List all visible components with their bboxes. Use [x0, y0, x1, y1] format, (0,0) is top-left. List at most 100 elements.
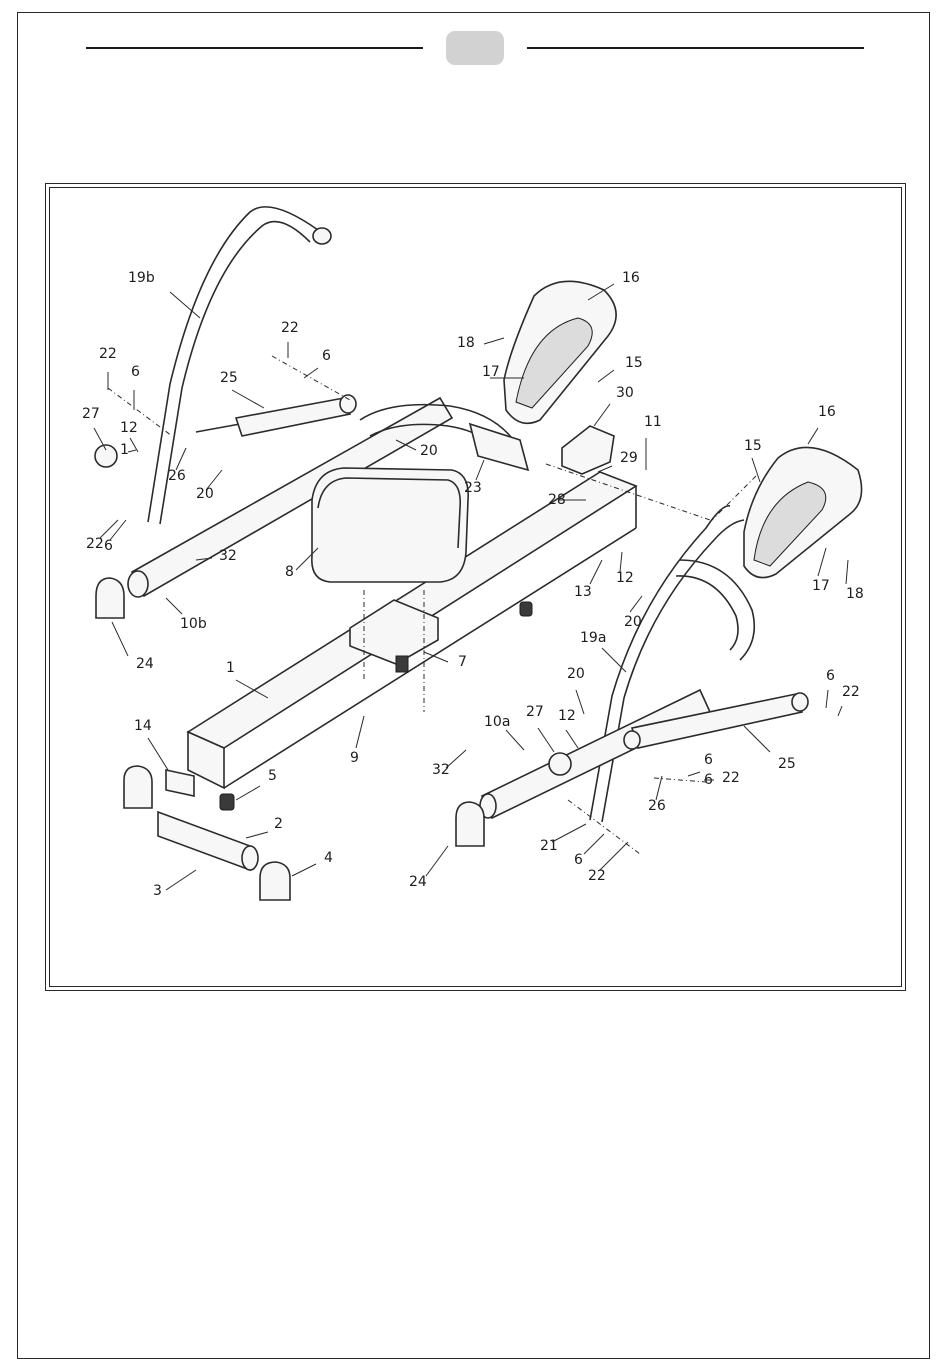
- leader-line-6d: [826, 690, 828, 708]
- part-label-22e: 22: [722, 770, 740, 786]
- part-label-24a: 24: [136, 656, 154, 672]
- part-label-6a: 6: [131, 364, 140, 380]
- leader-line-25a: [232, 390, 264, 408]
- part-label-6g: 6: [574, 852, 583, 868]
- rear-foot-tube-10a: [480, 690, 710, 818]
- part-label-18b: 18: [846, 586, 864, 602]
- leader-line-12c: [566, 730, 578, 748]
- part-label-28: 28: [548, 492, 566, 508]
- leader-line-5: [236, 786, 260, 800]
- end-cap-4: [260, 862, 290, 900]
- front-curved-tube: [680, 560, 754, 660]
- knob-27b: [549, 753, 571, 775]
- leader-line-18b: [846, 560, 848, 584]
- part-label-20d: 20: [567, 666, 585, 682]
- part-label-20b: 20: [420, 443, 438, 459]
- end-plug-14: [166, 770, 194, 796]
- part-label-32b: 32: [432, 762, 450, 778]
- leader-line-12b: [620, 552, 622, 572]
- leader-line-2: [246, 832, 268, 838]
- foot-tube-end-23: [470, 424, 528, 470]
- leader-line-26b: [656, 776, 662, 800]
- leader-line-4: [292, 864, 316, 876]
- foot-pedal-left: [504, 281, 616, 423]
- part-label-30: 30: [616, 385, 634, 401]
- part-label-6e: 6: [704, 752, 713, 768]
- leader-line-19b: [170, 292, 200, 318]
- leader-line-27b: [538, 728, 554, 752]
- part-label-12b: 12: [616, 570, 634, 586]
- seat: [312, 468, 468, 582]
- leader-line-18a: [484, 338, 504, 344]
- part-label-20c: 20: [624, 614, 642, 630]
- knob-27a: [95, 445, 117, 467]
- part-label-7: 7: [458, 654, 467, 670]
- leader-line-23: [476, 460, 484, 480]
- foot-pedal-right: [744, 447, 862, 577]
- part-label-25b: 25: [778, 756, 796, 772]
- part-label-17b: 17: [812, 578, 830, 594]
- leader-line-10a: [506, 730, 524, 750]
- part-label-3: 3: [153, 883, 162, 899]
- leader-line-26a: [176, 448, 186, 470]
- part-label-22d: 22: [842, 684, 860, 700]
- leader-line-24b: [426, 846, 448, 876]
- part-label-21: 21: [540, 838, 558, 854]
- part-label-6d: 6: [826, 668, 835, 684]
- part-label-26a: 26: [168, 468, 186, 484]
- end-cap-24a: [96, 578, 124, 618]
- rubber-foot: [520, 602, 532, 616]
- leader-line-10b: [166, 598, 182, 614]
- part-label-25a: 25: [220, 370, 238, 386]
- part-label-4: 4: [324, 850, 333, 866]
- part-label-26b: 26: [648, 798, 666, 814]
- leader-line-20c: [630, 596, 642, 612]
- front-stabilizer: [158, 812, 258, 870]
- part-label-6c: 6: [322, 348, 331, 364]
- part-label-1b: 1: [226, 660, 235, 676]
- part-label-22f: 22: [588, 868, 606, 884]
- part-label-23: 23: [464, 480, 482, 496]
- part-label-22c: 22: [281, 320, 299, 336]
- part-label-2: 2: [274, 816, 283, 832]
- part-label-12a: 12: [120, 420, 138, 436]
- part-label-12c: 12: [558, 708, 576, 724]
- leader-line-15a: [598, 370, 614, 382]
- center-line: [108, 388, 172, 436]
- leader-line-20d: [576, 690, 584, 714]
- leader-line-30: [594, 404, 610, 426]
- part-label-19a: 19a: [580, 630, 606, 646]
- part-label-13: 13: [574, 584, 592, 600]
- part-label-19b: 19b: [128, 270, 155, 286]
- part-label-9: 9: [350, 750, 359, 766]
- leader-line-22d: [838, 706, 842, 716]
- part-label-16b: 16: [818, 404, 836, 420]
- part-label-20a: 20: [196, 486, 214, 502]
- leader-line-25b: [744, 726, 770, 752]
- monitor: [562, 426, 614, 474]
- part-label-27a: 27: [82, 406, 100, 422]
- leader-line-6g: [584, 834, 604, 854]
- part-label-5: 5: [268, 768, 277, 784]
- end-cap-rear: [124, 766, 152, 808]
- leader-line-6b: [110, 520, 126, 540]
- part-label-8: 8: [285, 564, 294, 580]
- part-label-1a: 1: [120, 442, 129, 458]
- part-label-22b: 22: [86, 536, 104, 552]
- part-label-10a: 10a: [484, 714, 510, 730]
- leader-line-22f: [600, 842, 628, 870]
- center-line: [272, 356, 350, 400]
- leader-line-6c: [304, 368, 318, 378]
- part-label-6b: 6: [104, 538, 113, 554]
- part-label-15a: 15: [625, 355, 643, 371]
- leader-line-19a: [602, 648, 626, 672]
- leader-line-24a: [112, 622, 128, 656]
- leader-line-3: [166, 870, 196, 890]
- part-label-11: 11: [644, 414, 662, 430]
- leader-line-6e: [688, 772, 700, 776]
- leader-line-16b: [808, 428, 818, 444]
- leader-line-12a: [130, 438, 138, 452]
- part-label-18a: 18: [457, 335, 475, 351]
- gas-cylinder-25a: [196, 395, 356, 436]
